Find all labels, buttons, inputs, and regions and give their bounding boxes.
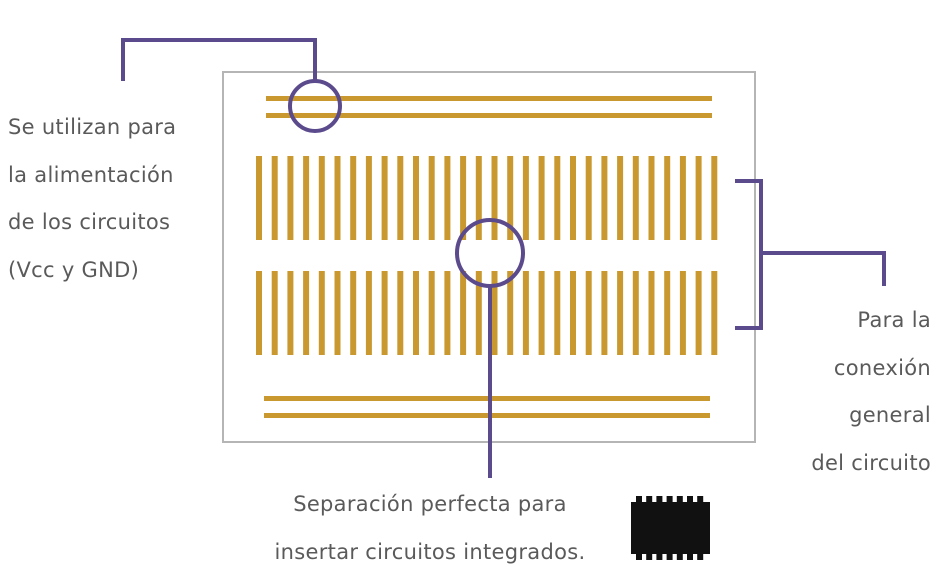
terminal-strip-top bbox=[256, 156, 262, 240]
power-rail-bottom-2 bbox=[264, 413, 710, 418]
power-rail-bottom-1 bbox=[264, 396, 710, 401]
terminal-strip-top bbox=[507, 156, 514, 240]
terminal-strip-top bbox=[428, 156, 435, 240]
terminal-strip-top bbox=[538, 156, 545, 240]
terminal-strip-bottom bbox=[648, 271, 655, 355]
terminal-strip-bottom bbox=[491, 271, 498, 355]
terminal-strips bbox=[256, 156, 718, 355]
power-rails bbox=[264, 96, 712, 418]
terminal-strip-bottom bbox=[601, 271, 608, 355]
power-rail-top-1 bbox=[266, 96, 712, 101]
terminal-strip-top bbox=[522, 156, 529, 240]
terminal-strip-bottom bbox=[318, 271, 325, 355]
label-line: Para la bbox=[857, 308, 931, 332]
terminal-strip-bottom bbox=[538, 271, 545, 355]
label-line: conexión bbox=[833, 355, 931, 380]
terminal-strip-top bbox=[381, 156, 388, 240]
terminal-strip-bottom bbox=[444, 271, 451, 355]
terminal-strip-bottom bbox=[632, 271, 639, 355]
callout-line-power bbox=[121, 38, 317, 81]
terminal-strip-bottom bbox=[585, 271, 592, 355]
terminal-strip-bottom bbox=[475, 271, 482, 355]
terminal-strip-bottom bbox=[271, 271, 278, 355]
terminal-strip-top bbox=[460, 156, 467, 240]
terminal-strip-bottom bbox=[522, 271, 529, 355]
terminal-strip-top bbox=[350, 156, 357, 240]
label-line: de los circuitos bbox=[8, 210, 171, 234]
terminal-strip-bottom bbox=[287, 271, 294, 355]
terminal-strip-top bbox=[491, 156, 498, 240]
label-line: insertar circuitos integrados. bbox=[274, 539, 586, 564]
terminal-strip-bottom bbox=[413, 271, 419, 355]
terminal-strip-bottom bbox=[679, 271, 686, 355]
terminal-strip-top bbox=[617, 156, 624, 240]
callouts bbox=[121, 38, 886, 478]
callout-line-strips bbox=[761, 251, 886, 286]
terminal-strip-top bbox=[444, 156, 451, 240]
terminal-strip-bottom bbox=[350, 271, 357, 355]
label-line: (Vcc y GND) bbox=[8, 257, 140, 282]
terminal-strip-top bbox=[664, 156, 671, 240]
terminal-strip-bottom bbox=[554, 271, 561, 355]
terminal-strip-top bbox=[413, 156, 419, 240]
callout-circle-gap bbox=[455, 218, 525, 288]
terminal-strip-bottom bbox=[256, 271, 262, 355]
terminal-strip-top bbox=[318, 156, 325, 240]
terminal-strip-top bbox=[601, 156, 608, 240]
terminal-strip-top bbox=[711, 156, 718, 240]
terminal-strip-top bbox=[334, 156, 341, 240]
terminal-strip-top bbox=[475, 156, 482, 240]
terminal-strip-top bbox=[303, 156, 310, 240]
label-center-gap: Separación perfecta para insertar circui… bbox=[250, 481, 610, 576]
callout-circle-power bbox=[288, 79, 342, 133]
label-line: del circuito bbox=[811, 450, 931, 475]
power-rail-top-2 bbox=[266, 113, 712, 118]
label-terminal-strips: Para la conexión general del circuito bbox=[811, 297, 931, 487]
terminal-strip-top bbox=[632, 156, 639, 240]
terminal-strip-bottom bbox=[397, 271, 404, 355]
terminal-strip-bottom bbox=[711, 271, 718, 355]
terminal-strip-bottom bbox=[460, 271, 467, 355]
terminal-strip-bottom bbox=[428, 271, 435, 355]
terminal-strip-top bbox=[679, 156, 686, 240]
terminal-strip-top bbox=[287, 156, 294, 240]
label-power-rails: Se utilizan para la alimentación de los … bbox=[8, 104, 176, 294]
terminal-strip-top bbox=[648, 156, 655, 240]
terminal-strip-bottom bbox=[507, 271, 514, 355]
terminal-strip-bottom bbox=[664, 271, 671, 355]
label-line: Separación perfecta para bbox=[293, 492, 567, 516]
label-line: Se utilizan para bbox=[8, 115, 177, 139]
terminal-strip-bottom bbox=[617, 271, 624, 355]
label-line: la alimentación bbox=[8, 162, 174, 187]
label-line: general bbox=[849, 403, 931, 427]
terminal-strip-top bbox=[365, 156, 372, 240]
terminal-strip-bottom bbox=[570, 271, 576, 355]
terminal-strip-top bbox=[271, 156, 278, 240]
terminal-strip-top bbox=[585, 156, 592, 240]
terminal-strip-bottom bbox=[365, 271, 372, 355]
terminal-strip-bottom bbox=[303, 271, 310, 355]
terminal-strip-top bbox=[570, 156, 576, 240]
callout-bracket-strips bbox=[735, 179, 763, 330]
terminal-strip-bottom bbox=[334, 271, 341, 355]
terminal-strip-bottom bbox=[381, 271, 388, 355]
terminal-strip-top bbox=[554, 156, 561, 240]
terminal-strip-top bbox=[397, 156, 404, 240]
terminal-strip-bottom bbox=[695, 271, 702, 355]
integrated-circuit-icon bbox=[631, 496, 710, 560]
terminal-strip-top bbox=[695, 156, 702, 240]
